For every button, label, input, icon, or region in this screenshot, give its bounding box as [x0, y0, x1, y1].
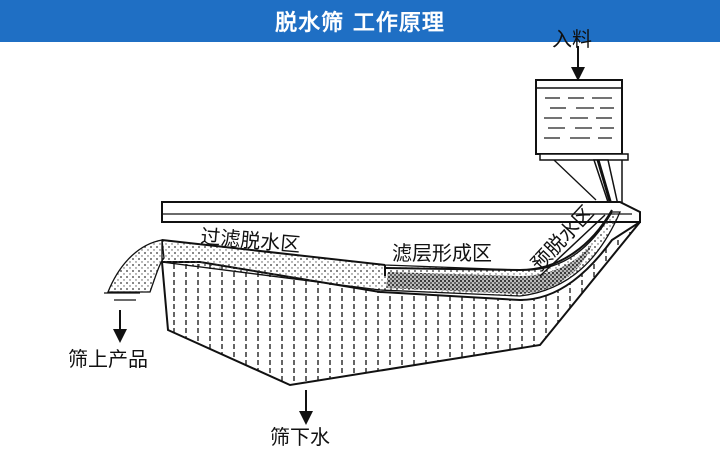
page-title: 脱水筛 工作原理: [275, 11, 445, 36]
label-undersize-water: 筛下水: [270, 425, 330, 449]
title-bar: 脱水筛 工作原理: [0, 0, 720, 42]
screen-frame: [161, 201, 641, 223]
label-oversize-product: 筛上产品: [68, 347, 148, 371]
oversize-discharge: [107, 239, 165, 293]
feed-hopper: [535, 79, 629, 209]
material-bed: [161, 211, 621, 297]
filter-layer: [386, 244, 592, 294]
undersize-tank: [160, 221, 641, 387]
label-feed: 入料: [552, 27, 592, 51]
label-layer-forming: 滤层形成区: [392, 241, 492, 265]
